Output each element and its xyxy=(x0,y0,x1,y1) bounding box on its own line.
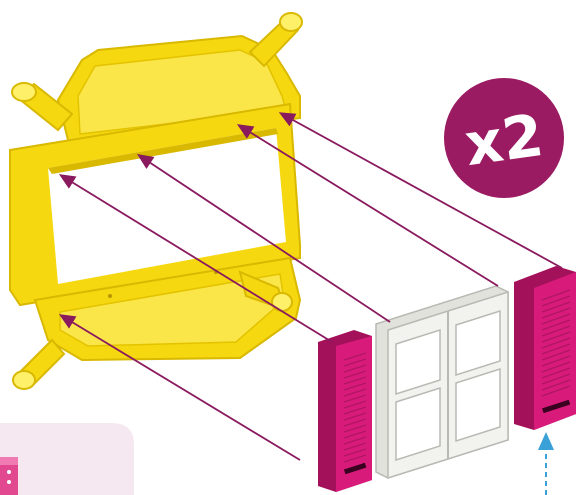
window-frame-icon xyxy=(10,13,302,389)
callout-box xyxy=(0,423,134,495)
quantity-badge-label: x2 xyxy=(461,101,547,179)
shutter-icon-right xyxy=(514,266,576,430)
double-door-icon xyxy=(376,286,508,478)
callout-brick-icon xyxy=(0,457,18,495)
quantity-badge: x2 xyxy=(444,78,564,198)
shutter-icon-left xyxy=(318,330,372,492)
